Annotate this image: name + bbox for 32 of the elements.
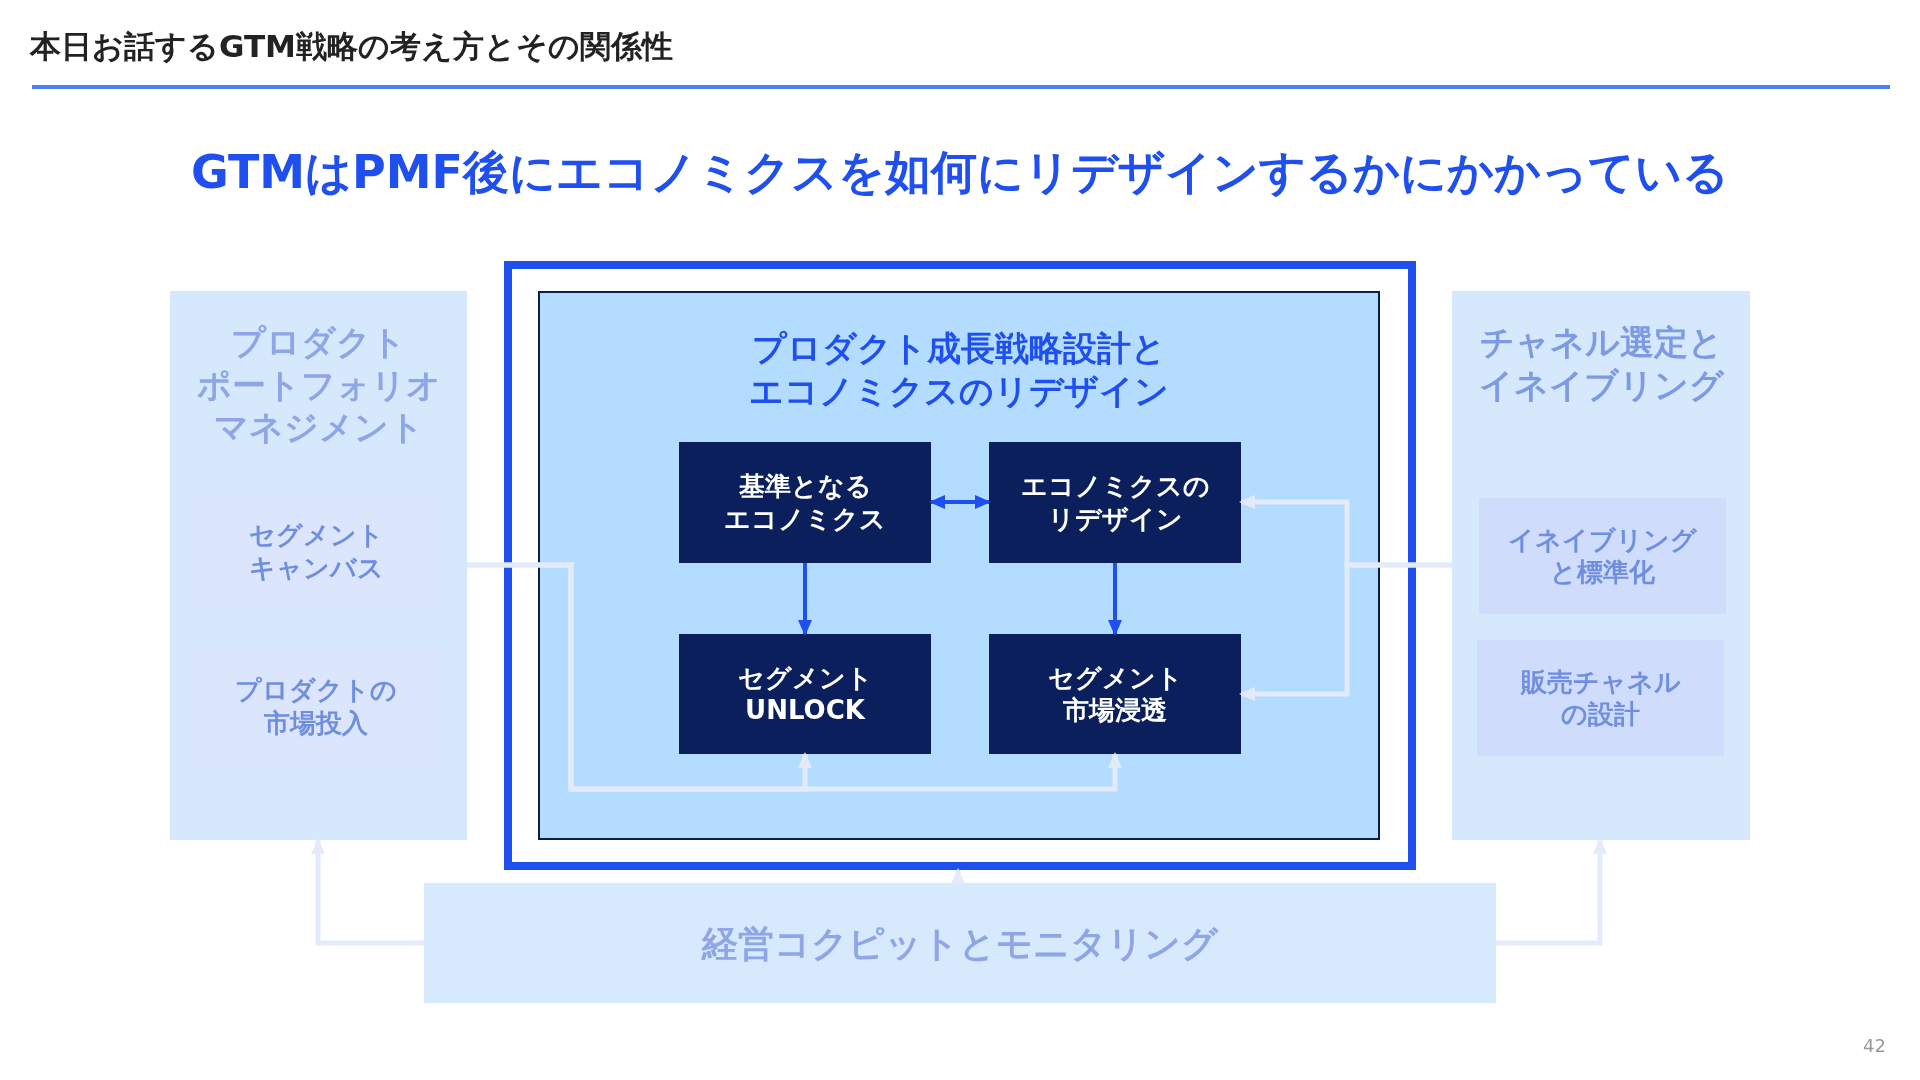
focus-panel (538, 291, 1380, 840)
bottom-band (424, 883, 1496, 1003)
node-label: 基準となるエコノミクス (724, 470, 886, 535)
process-box (679, 442, 931, 563)
node-label: イネイブリングと標準化 (1508, 523, 1697, 589)
node-label: 販売チャネルの設計 (1520, 665, 1681, 731)
arrow (951, 868, 965, 884)
node-label: セグメント市場浸透 (1047, 661, 1183, 727)
node-label: プロダクトの市場投入 (235, 674, 397, 739)
arrow (1239, 562, 1452, 701)
process-box (679, 634, 931, 754)
arrow (1496, 838, 1607, 946)
highlight-frame (504, 261, 1416, 870)
arrow (311, 838, 424, 946)
panel (170, 291, 467, 840)
node-label: 経営コクピットとモニタリング (702, 921, 1218, 966)
node-label: セグメントUNLOCK (737, 661, 873, 727)
process-box (989, 634, 1241, 754)
panel (1452, 291, 1750, 840)
arrow (1108, 563, 1122, 636)
node-label: プロダクトポートフォリオマネジメント (196, 321, 441, 449)
node-label: チャネル選定とイネイブリング (1478, 321, 1724, 406)
page-number: 42 (1863, 1035, 1886, 1056)
page-title: 本日お話するGTM戦略の考え方とその関係性 (30, 27, 673, 66)
headline: GTMはPMF後にエコノミクスを如何にリデザインするかにかかっている (190, 144, 1730, 201)
arrow (798, 563, 812, 636)
process-box (989, 442, 1241, 563)
node-label: プロダクト成長戦略設計とエコノミクスのリデザイン (749, 327, 1169, 412)
node-label: セグメントキャンバス (248, 519, 384, 584)
arrow (467, 562, 1122, 792)
node-label: エコノミクスのリデザイン (1020, 470, 1210, 535)
arrow (929, 495, 991, 509)
